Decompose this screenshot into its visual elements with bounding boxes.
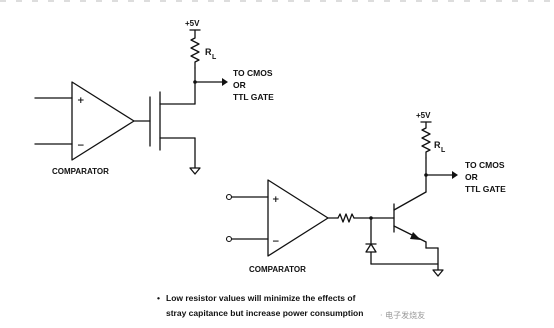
top-supply-label: +5V	[185, 19, 200, 28]
top-comparator-symbol	[71, 81, 135, 161]
bottom-input-plus-terminal	[225, 193, 233, 201]
bottom-minus-sign: −	[272, 237, 280, 247]
watermark-text: · 电子发烧友	[380, 310, 425, 320]
top-output-arrow	[222, 78, 228, 86]
bottom-output-line2: OR	[465, 172, 478, 182]
top-rl-subscript: L	[212, 54, 217, 61]
top-ground-symbol	[189, 167, 201, 175]
top-output-line3: TTL GATE	[233, 92, 274, 102]
note-line2: stray capitance but increase power consu…	[166, 308, 363, 318]
bottom-rl-subscript: L	[441, 147, 446, 154]
bottom-diode-symbol	[365, 243, 377, 253]
bottom-ground-symbol	[432, 269, 444, 277]
top-rl-symbol: R	[205, 47, 212, 57]
bottom-bjt-emitter	[393, 225, 427, 243]
top-circuit: + − COMPARATOR R L +5V TO CMOS OR TTL GA…	[34, 19, 274, 176]
note-line1: Low resistor values will minimize the ef…	[166, 293, 356, 303]
bottom-input-minus-terminal	[225, 235, 233, 243]
top-output-line2: OR	[233, 80, 246, 90]
design-note: • Low resistor values will minimize the …	[157, 293, 425, 320]
top-plus-sign: +	[77, 96, 85, 106]
top-comparator-label: COMPARATOR	[52, 167, 109, 176]
bottom-output-line1: TO CMOS	[465, 160, 505, 170]
bottom-plus-sign: +	[272, 195, 280, 205]
note-bullet: •	[157, 293, 160, 303]
bottom-supply-label: +5V	[416, 111, 431, 120]
top-load-resistor	[190, 29, 200, 69]
bottom-comparator-label: COMPARATOR	[249, 265, 306, 274]
top-output-line1: TO CMOS	[233, 68, 273, 78]
bottom-rl-symbol: R	[434, 140, 441, 150]
bottom-circuit: + − COMPARATOR R L +5V TO CMOS OR TTL GA…	[225, 111, 506, 277]
bottom-comparator-symbol	[267, 179, 329, 257]
bottom-base-resistor	[337, 213, 355, 223]
bottom-bjt-collector	[393, 191, 427, 211]
bottom-output-line3: TTL GATE	[465, 184, 506, 194]
bottom-bjt-emitter-arrow	[410, 232, 421, 240]
top-minus-sign: −	[77, 141, 85, 151]
bottom-output-arrow	[452, 171, 458, 179]
bottom-load-resistor	[421, 121, 431, 159]
